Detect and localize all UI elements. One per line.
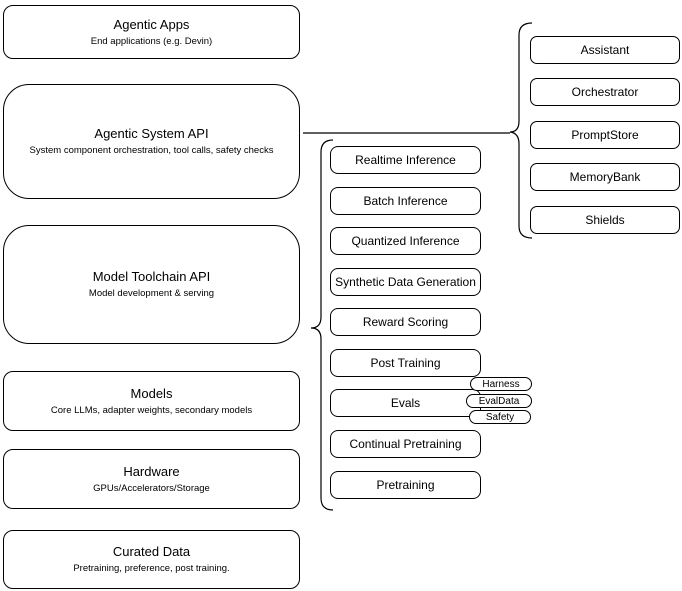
eval-tag-label: Harness	[482, 378, 520, 390]
toolchain-item-label: Reward Scoring	[362, 315, 449, 329]
component-label: Orchestrator	[571, 85, 639, 99]
toolchain-item-quantized-inference: Quantized Inference	[330, 227, 481, 255]
node-model-toolchain-api: Model Toolchain API Model development & …	[3, 225, 300, 344]
toolchain-item-label: Pretraining	[376, 478, 435, 492]
toolchain-brace	[310, 139, 334, 511]
component-label: Shields	[585, 213, 625, 227]
node-agentic-system-api-title: Agentic System API	[94, 126, 209, 141]
component-label: Assistant	[580, 43, 630, 57]
toolchain-item-evals: Evals	[330, 389, 481, 417]
component-shields: Shields	[530, 206, 680, 234]
toolchain-item-post-training: Post Training	[330, 349, 481, 377]
node-curated-data-subtitle: Pretraining, preference, post training.	[73, 563, 230, 574]
node-hardware: Hardware GPUs/Accelerators/Storage	[3, 449, 300, 509]
toolchain-item-reward-scoring: Reward Scoring	[330, 308, 481, 336]
node-agentic-apps-title: Agentic Apps	[113, 16, 190, 32]
toolchain-item-label: Evals	[390, 396, 421, 410]
node-hardware-title: Hardware	[123, 463, 180, 479]
toolchain-item-continual-pretraining: Continual Pretraining	[330, 430, 481, 458]
toolchain-item-batch-inference: Batch Inference	[330, 187, 481, 215]
node-agentic-system-api: Agentic System API System component orch…	[3, 84, 300, 199]
node-curated-data-title: Curated Data	[112, 544, 191, 559]
node-models-title: Models	[130, 385, 173, 401]
node-model-toolchain-api-subtitle: Model development & serving	[88, 288, 215, 299]
eval-tag-label: Safety	[485, 411, 515, 423]
toolchain-item-label: Synthetic Data Generation	[335, 275, 476, 289]
node-models: Models Core LLMs, adapter weights, secon…	[3, 371, 300, 431]
toolchain-item-synthetic-data-generation: Synthetic Data Generation	[330, 268, 481, 296]
toolchain-item-label: Quantized Inference	[351, 234, 460, 248]
node-agentic-system-api-subtitle: System component orchestration, tool cal…	[29, 145, 274, 156]
component-memorybank: MemoryBank	[530, 163, 680, 191]
toolchain-item-realtime-inference: Realtime Inference	[330, 146, 481, 174]
components-brace	[509, 22, 533, 239]
eval-tag-safety: Safety	[469, 410, 531, 424]
node-agentic-apps-subtitle: End applications (e.g. Devin)	[90, 35, 213, 47]
toolchain-item-label: Batch Inference	[363, 194, 448, 208]
component-assistant: Assistant	[530, 36, 680, 64]
eval-tag-evaldata: EvalData	[466, 394, 532, 408]
node-models-subtitle: Core LLMs, adapter weights, secondary mo…	[50, 404, 253, 416]
component-promptstore: PromptStore	[530, 121, 680, 149]
component-orchestrator: Orchestrator	[530, 78, 680, 106]
toolchain-item-label: Continual Pretraining	[349, 437, 462, 451]
node-agentic-apps: Agentic Apps End applications (e.g. Devi…	[3, 5, 300, 59]
toolchain-item-pretraining: Pretraining	[330, 471, 481, 499]
eval-tag-label: EvalData	[478, 395, 520, 407]
toolchain-item-label: Post Training	[370, 356, 441, 370]
node-hardware-subtitle: GPUs/Accelerators/Storage	[93, 482, 210, 494]
node-curated-data: Curated Data Pretraining, preference, po…	[3, 530, 300, 589]
component-label: PromptStore	[571, 128, 639, 142]
node-model-toolchain-api-title: Model Toolchain API	[92, 269, 211, 284]
toolchain-item-label: Realtime Inference	[355, 153, 456, 167]
eval-tag-harness: Harness	[470, 377, 532, 391]
component-label: MemoryBank	[569, 170, 641, 184]
